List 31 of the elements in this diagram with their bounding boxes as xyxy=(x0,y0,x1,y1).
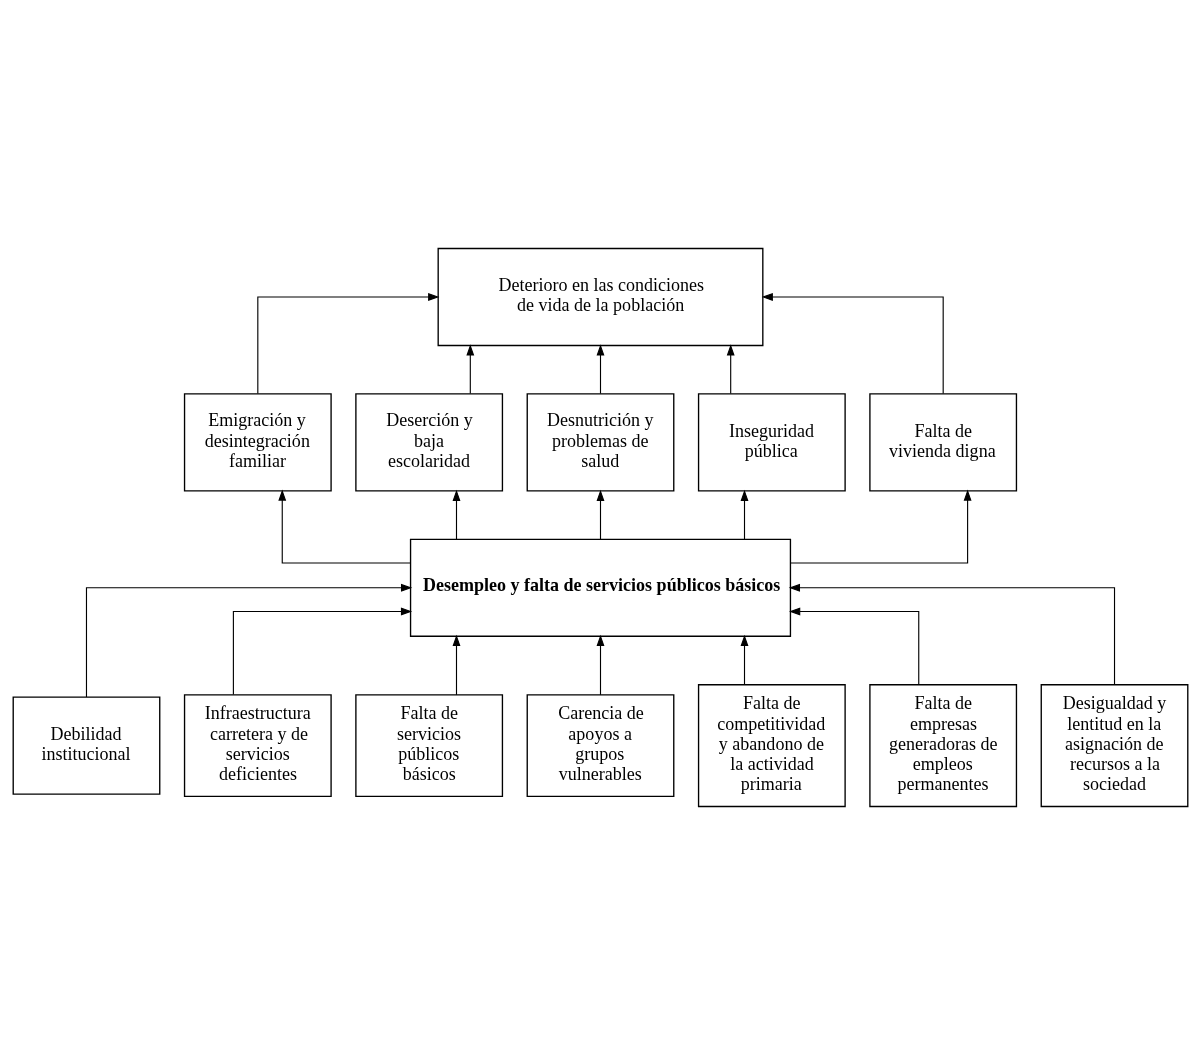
arrow xyxy=(596,344,605,395)
node-box: Deserción y baja escolaridad xyxy=(355,393,504,492)
node-box: Carencia de apoyos a grupos vulnerables xyxy=(526,694,675,798)
node-box: Falta de servicios públicos básicos xyxy=(355,694,504,798)
arrow xyxy=(257,293,440,395)
arrow xyxy=(740,489,749,540)
node-box: Falta de competitividad y abandono de la actividad primaria xyxy=(697,684,846,808)
arrow xyxy=(85,583,413,698)
arrow xyxy=(452,489,461,540)
arrow xyxy=(232,607,413,696)
node-box: Falta de empresas generadoras de empleos permanentes xyxy=(869,684,1018,808)
arrow xyxy=(596,634,605,696)
arrow xyxy=(761,293,944,395)
arrow xyxy=(789,489,972,564)
arrow xyxy=(740,634,749,686)
arrow xyxy=(789,607,920,685)
arrow xyxy=(278,489,411,564)
arrow xyxy=(466,344,475,395)
arrow xyxy=(596,489,605,540)
arrow xyxy=(452,634,461,696)
arrow xyxy=(788,583,1116,686)
node-box: Desempleo y falta de servicios públicos básicos xyxy=(409,538,792,637)
node-box: Desnutrición y problemas de salud xyxy=(526,393,675,492)
node-box: Debilidad institucional xyxy=(12,696,161,795)
node-box: Inseguridad pública xyxy=(697,393,846,492)
arrow xyxy=(726,344,735,395)
node-box: Deterioro en las condiciones de vida de la población xyxy=(437,247,764,347)
node-box: Falta de vivienda digna xyxy=(869,393,1018,492)
node-box: Infraestructura carretera y de servicios deficientes xyxy=(183,694,332,798)
node-box: Emigración y desintegración familiar xyxy=(183,393,332,492)
node-box: Desigualdad y lentitud en la asignación de recursos a la sociedad xyxy=(1040,684,1189,808)
